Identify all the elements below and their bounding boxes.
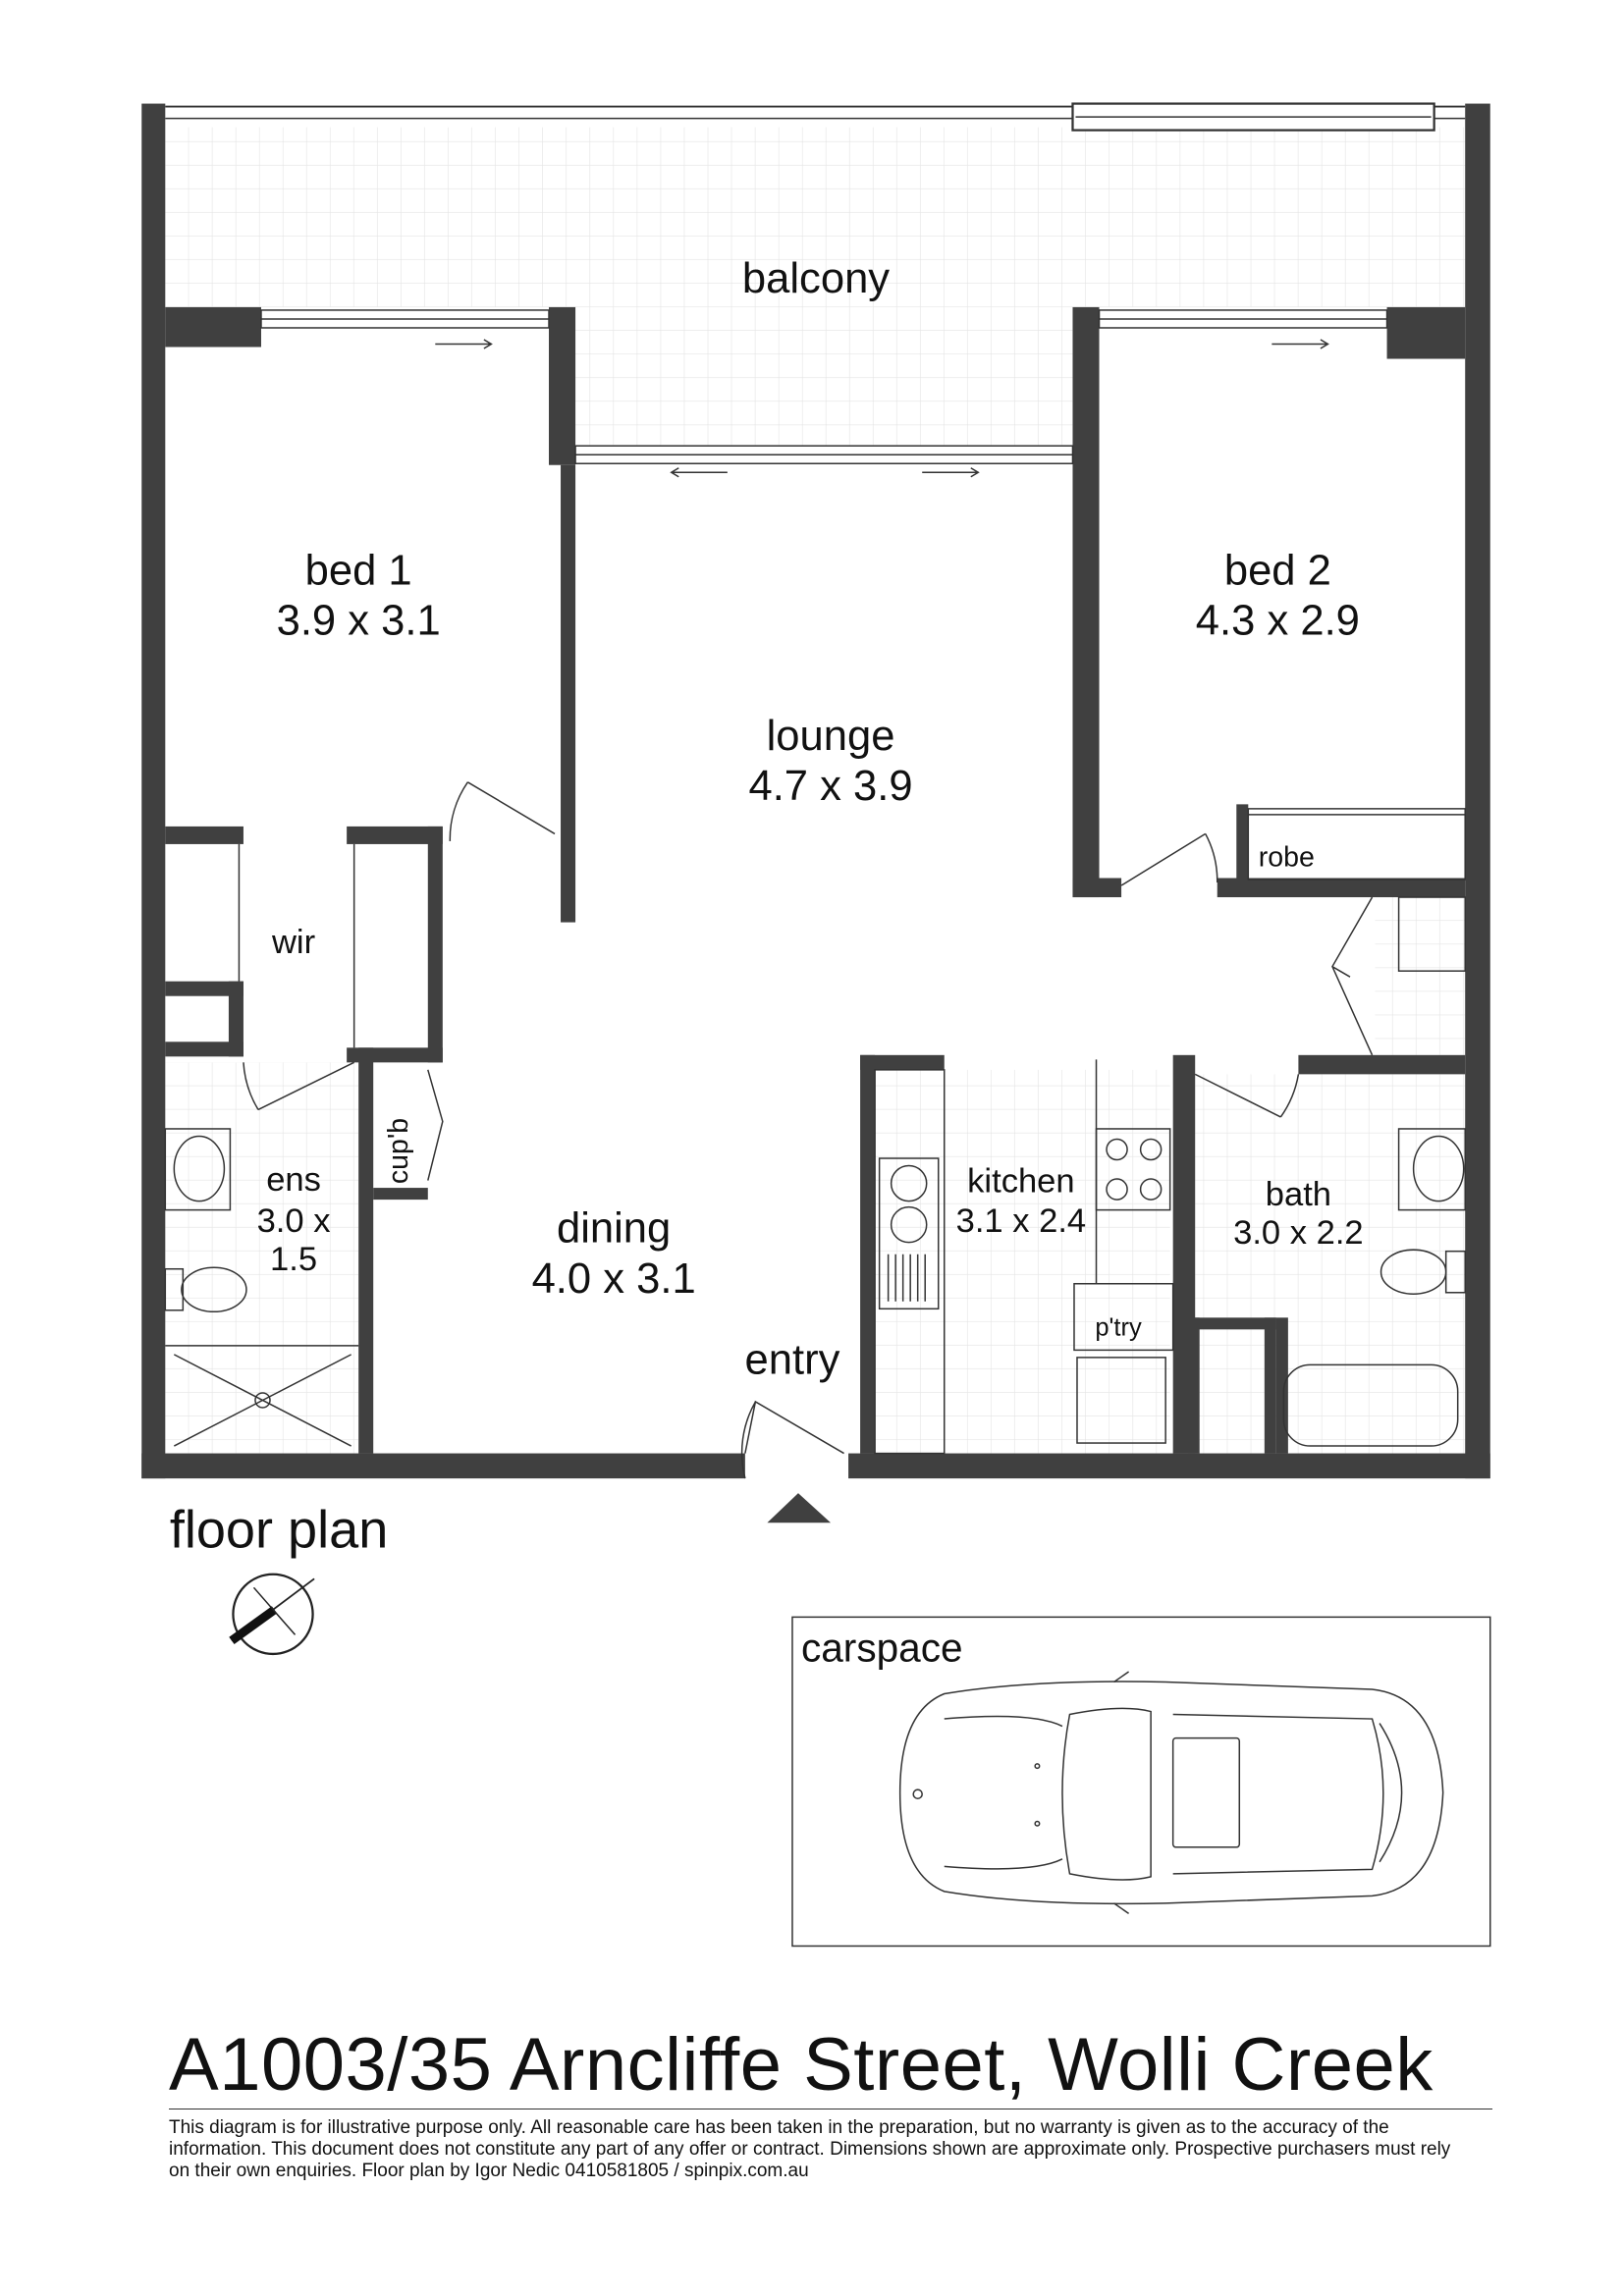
fixtures — [164, 808, 1466, 1455]
room-size-lounge: 4.7 x 3.9 — [748, 763, 912, 810]
room-size-dining: 4.0 x 3.1 — [532, 1255, 696, 1303]
room-label-cupboard: cup'b — [383, 1118, 414, 1184]
ensuite-tiles — [165, 1062, 359, 1454]
kitchen-tiles — [875, 1069, 1170, 1454]
room-label-lounge: lounge — [767, 713, 895, 760]
balcony-tiles — [165, 127, 1466, 307]
room-label-pantry: p'try — [1095, 1313, 1142, 1341]
room-label-balcony: balcony — [742, 255, 890, 302]
balcony-balustrade — [165, 102, 1466, 132]
walls — [141, 103, 1490, 1479]
laundry-tiles — [1375, 897, 1466, 1055]
entry-marker-icon — [767, 1493, 832, 1523]
room-label-kitchen: kitchen — [967, 1163, 1074, 1201]
room-size-bed1: 3.9 x 3.1 — [277, 598, 441, 645]
room-label-ens: ens — [266, 1161, 321, 1199]
bath-tiles — [1195, 1074, 1466, 1454]
car-icon — [898, 1671, 1444, 1915]
room-size-bath: 3.0 x 2.2 — [1233, 1214, 1364, 1252]
doors — [243, 781, 1374, 1479]
balcony-tiles-center — [575, 306, 1073, 448]
room-size-bed2: 4.3 x 2.9 — [1196, 598, 1360, 645]
room-label-bed1: bed 1 — [305, 547, 412, 594]
disclaimer-text: This diagram is for illustrative purpose… — [169, 2117, 1451, 2181]
property-address-title: A1003/35 Arncliffe Street, Wolli Creek — [169, 2023, 1434, 2107]
room-label-entry: entry — [745, 1336, 840, 1383]
floor-plan-label: floor plan — [170, 1501, 388, 1560]
compass-icon — [229, 1573, 315, 1656]
room-label-wir: wir — [271, 924, 315, 961]
room-label-bath: bath — [1266, 1176, 1331, 1213]
room-size-kitchen: 3.1 x 2.4 — [956, 1202, 1087, 1240]
room-size-ens-line2: 1.5 — [270, 1241, 317, 1278]
room-size-ens-line1: 3.0 x — [257, 1202, 331, 1240]
room-label-robe: robe — [1259, 841, 1315, 873]
carspace-box — [791, 1616, 1491, 1948]
room-label-bed2: bed 2 — [1224, 547, 1331, 594]
windows — [260, 309, 1388, 478]
room-label-dining: dining — [557, 1205, 671, 1253]
carspace-label: carspace — [801, 1625, 963, 1670]
